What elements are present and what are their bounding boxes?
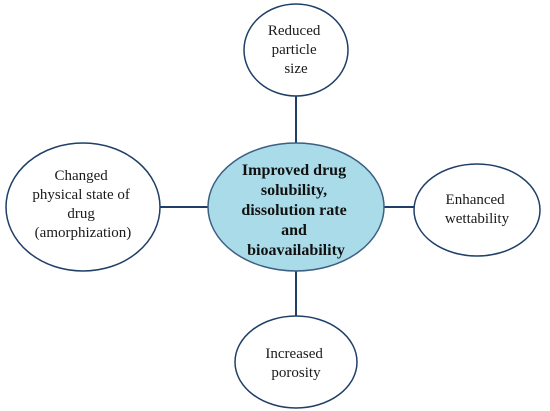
node-bottom-line-2: porosity — [271, 365, 321, 381]
node-right-line-1: Enhanced — [446, 192, 506, 208]
node-top-line-2: particle — [272, 42, 317, 58]
node-center-label: Improved drug solubility, dissolution ra… — [241, 162, 350, 259]
node-right-ellipse — [413, 163, 541, 257]
node-left-line-1: Changed — [54, 168, 108, 184]
node-center-line-2: solubility, — [261, 182, 327, 199]
node-bottom-label: Increased porosity — [265, 346, 326, 381]
node-center-ellipse — [207, 142, 385, 272]
node-left: Changed physical state of drug (amorphiz… — [5, 142, 161, 272]
node-right: Enhanced wettability — [413, 163, 541, 257]
node-bottom: Increased porosity — [234, 315, 358, 409]
node-center-line-3: dissolution rate — [241, 202, 346, 219]
node-left-label: Changed physical state of drug (amorphiz… — [32, 168, 133, 241]
node-top-line-1: Reduced — [268, 23, 321, 39]
node-right-line-2: wettability — [445, 211, 510, 227]
node-center: Improved drug solubility, dissolution ra… — [207, 142, 385, 272]
node-top-label: Reduced particle size — [268, 23, 324, 77]
node-top: Reduced particle size — [243, 3, 349, 97]
node-left-line-4: (amorphization) — [35, 225, 132, 241]
node-left-line-2: physical state of — [32, 187, 129, 203]
node-left-ellipse — [5, 142, 161, 272]
node-right-label: Enhanced wettability — [445, 192, 510, 227]
node-center-line-5: bioavailability — [247, 242, 345, 259]
node-top-ellipse — [243, 3, 349, 97]
node-bottom-line-1: Increased — [265, 346, 323, 362]
node-center-line-4: and — [281, 222, 307, 239]
node-top-line-3: size — [284, 61, 308, 77]
node-left-line-3: drug — [67, 206, 95, 222]
node-center-line-1: Improved drug — [242, 162, 346, 179]
node-bottom-ellipse — [234, 315, 358, 409]
